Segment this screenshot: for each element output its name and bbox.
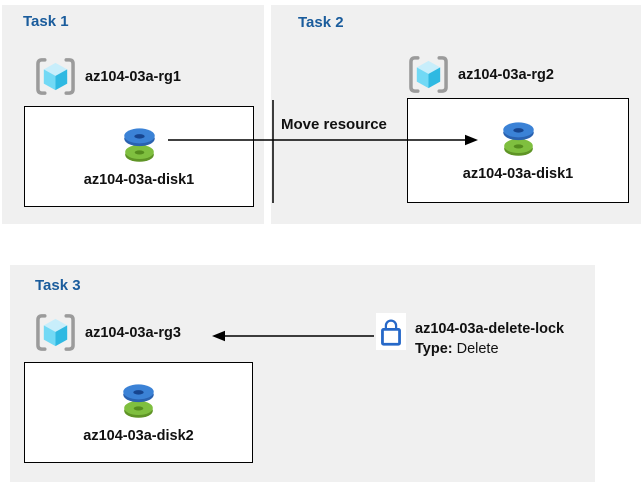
- task2-panel: Task 2 az104-03a-rg2 az104-03a-disk1: [271, 5, 641, 224]
- task3-title: Task 3: [35, 277, 81, 294]
- disk-icon: [500, 120, 537, 159]
- lock-type-label: Type:: [415, 340, 453, 357]
- disk-icon: [121, 126, 158, 165]
- resource-group-name: az104-03a-rg1: [85, 68, 181, 85]
- task3-panel: Task 3 az104-03a-rg3 az104-03a-disk2: [10, 265, 595, 482]
- resource-group-name: az104-03a-rg2: [458, 66, 554, 83]
- task1-resource-box: az104-03a-disk1: [24, 106, 254, 207]
- delete-lock-annotation: az104-03a-delete-lock Type:Delete: [376, 313, 564, 359]
- task2-title: Task 2: [298, 14, 344, 31]
- task1-resource-group: az104-03a-rg1: [34, 57, 181, 96]
- resource-group-name: az104-03a-rg3: [85, 324, 181, 341]
- lock-type-value: Delete: [456, 340, 499, 357]
- resource-group-icon: [34, 57, 77, 96]
- task1-title: Task 1: [23, 13, 69, 30]
- disk-name: az104-03a-disk1: [83, 171, 195, 188]
- task3-resource-group: az104-03a-rg3: [34, 313, 181, 352]
- resource-group-icon: [34, 313, 77, 352]
- move-resource-label: Move resource: [281, 116, 387, 133]
- task2-resource-group: az104-03a-rg2: [407, 55, 554, 94]
- task3-resource-box: az104-03a-disk2: [24, 362, 253, 463]
- lock-icon: [376, 313, 406, 350]
- disk-icon: [120, 382, 157, 421]
- lock-name: az104-03a-delete-lock: [415, 321, 565, 337]
- disk-name: az104-03a-disk2: [83, 427, 194, 444]
- lock-type-row: Type:Delete: [415, 340, 564, 360]
- task1-panel: Task 1 az104-03a-rg1 az104-03a-disk1: [2, 5, 264, 224]
- resource-group-icon: [407, 55, 450, 94]
- disk-name: az104-03a-disk1: [462, 165, 574, 182]
- task2-resource-box: az104-03a-disk1: [407, 98, 629, 203]
